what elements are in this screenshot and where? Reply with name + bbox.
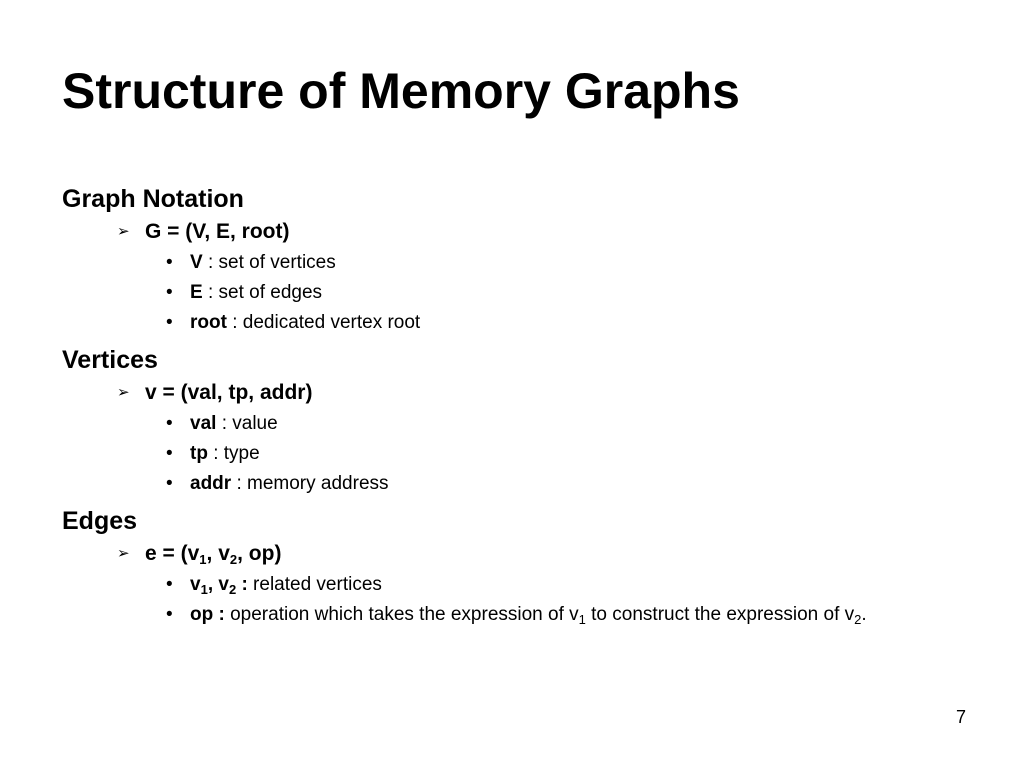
term-addr: addr xyxy=(190,473,232,494)
term-val: val xyxy=(190,413,217,434)
dot-bullet-icon: • xyxy=(166,574,173,595)
term-colon: : xyxy=(236,574,248,595)
term-v1-sub: 1 xyxy=(200,582,208,597)
desc-op-b: to construct the expression of v xyxy=(585,604,855,625)
graph-formula-text: G = (V, E, root) xyxy=(145,220,290,243)
term-v2: , v xyxy=(207,574,229,595)
term-root: root xyxy=(190,312,227,333)
edge-formula-mid: , v xyxy=(206,542,230,565)
dot-bullet-icon: • xyxy=(166,604,173,625)
page-number: 7 xyxy=(955,707,966,727)
term-e: E xyxy=(190,282,203,303)
desc-related-vertices: related vertices xyxy=(247,574,382,595)
list-item-root: • root : dedicated vertex root xyxy=(166,310,962,335)
edge-formula-sub1: 1 xyxy=(199,552,207,567)
arrow-bullet-icon: ➢ xyxy=(117,545,130,562)
list-item-v: • V : set of vertices xyxy=(166,250,962,275)
graph-formula: ➢ G = (V, E, root) xyxy=(117,219,962,245)
arrow-bullet-icon: ➢ xyxy=(117,384,130,401)
vertex-formula-text: v = (val, tp, addr) xyxy=(145,381,313,404)
slide-content: Graph Notation ➢ G = (V, E, root) • V : … xyxy=(62,184,962,627)
list-item-val: • val : value xyxy=(166,411,962,436)
slide-title: Structure of Memory Graphs xyxy=(62,63,740,119)
dot-bullet-icon: • xyxy=(166,473,173,494)
term-v2-sub: 2 xyxy=(228,582,237,597)
section-heading-edges: Edges xyxy=(62,507,138,535)
dot-bullet-icon: • xyxy=(166,312,173,333)
term-tp: tp xyxy=(190,443,208,464)
vertex-formula: ➢ v = (val, tp, addr) xyxy=(117,380,962,406)
dot-bullet-icon: • xyxy=(166,413,173,434)
desc-op-sub2: 2 xyxy=(854,612,862,627)
term-v1-v2: v1, v2 : xyxy=(190,574,248,597)
desc-op-sub1: 1 xyxy=(578,612,586,627)
desc-addr: : memory address xyxy=(231,473,389,494)
desc-root: : dedicated vertex root xyxy=(226,312,421,333)
dot-bullet-icon: • xyxy=(166,282,173,303)
edge-formula-suffix: , op) xyxy=(237,542,282,565)
desc-op-c: . xyxy=(861,604,867,625)
dot-bullet-icon: • xyxy=(166,443,173,464)
term-op: op : xyxy=(190,604,225,625)
desc-op-a: operation which takes the expression of … xyxy=(224,604,579,625)
list-item-e: • E : set of edges xyxy=(166,280,962,305)
section-heading-graph-notation: Graph Notation xyxy=(62,185,244,213)
desc-val: : value xyxy=(216,413,278,434)
list-item-addr: • addr : memory address xyxy=(166,471,962,496)
term-v: V xyxy=(190,252,203,273)
desc-tp: : type xyxy=(207,443,260,464)
edge-formula-prefix: e = (v xyxy=(145,542,200,565)
dot-bullet-icon: • xyxy=(166,252,173,273)
list-item-related-vertices: • v1, v2 : related vertices xyxy=(166,572,962,597)
edge-formula: ➢ e = (v1, v2, op) xyxy=(117,541,962,567)
edge-formula-sub2: 2 xyxy=(229,552,238,567)
list-item-op: • op : operation which takes the express… xyxy=(166,602,962,627)
list-item-tp: • tp : type xyxy=(166,441,962,466)
desc-e: : set of edges xyxy=(202,282,323,303)
desc-v: : set of vertices xyxy=(202,252,336,273)
term-v1: v xyxy=(190,574,201,595)
arrow-bullet-icon: ➢ xyxy=(117,223,130,240)
section-heading-vertices: Vertices xyxy=(62,346,158,374)
